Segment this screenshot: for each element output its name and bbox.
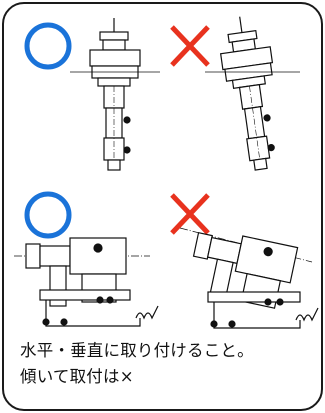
- ng-mark-bottom: [170, 193, 210, 235]
- caption: 水平・垂直に取り付けること。 傾いて取付は×: [20, 338, 320, 390]
- ok-mark-top: [24, 22, 72, 70]
- caption-line-1: 水平・垂直に取り付けること。: [20, 341, 254, 360]
- ok-mark-bottom: [24, 191, 72, 239]
- caption-line-2: 傾いて取付は×: [20, 367, 134, 386]
- valve-tilted-top: [219, 16, 275, 171]
- valve-tilted-bottom: [179, 227, 319, 329]
- ng-mark-top: [170, 25, 210, 67]
- valve-horizontal-bottom: [14, 237, 159, 327]
- valve-upright-top: [70, 18, 160, 171]
